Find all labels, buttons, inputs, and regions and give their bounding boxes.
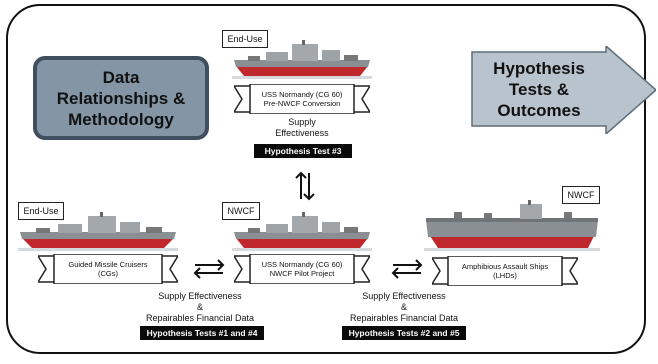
- cruiser-ship-icon: [232, 212, 372, 251]
- top-ship-ribbon: [234, 84, 370, 114]
- arrow-line-3: Outcomes: [497, 100, 581, 120]
- cruiser-ship-icon: [18, 212, 178, 251]
- bottom-right-line-2: &: [400, 302, 407, 312]
- right-ribbon-line-2: (LHDs): [493, 271, 517, 280]
- left-double-arrow-icon: [193, 259, 225, 279]
- left-ship-ribbon: [38, 254, 178, 284]
- center-ship-ribbon-text: USS Normandy (CG 60) NWCF Pilot Project: [250, 256, 354, 282]
- bottom-left-line-2: &: [196, 302, 203, 312]
- bottom-left-line-1: Supply Effectiveness: [158, 291, 242, 301]
- bottom-left-line-3: Repairables Financial Data: [145, 313, 255, 323]
- center-ship-ribbon: [234, 254, 370, 284]
- amphibious-ship-icon: [424, 200, 600, 251]
- hypothesis-tests-2-5-badge: Hypothesis Tests #2 and #5: [342, 326, 466, 340]
- hypothesis-test-3-badge: Hypothesis Test #3: [254, 144, 352, 158]
- top-label-line-1: Supply: [288, 117, 316, 127]
- right-ribbon-line-1: Amphibious Assault Ships: [461, 262, 549, 271]
- left-end-use-tag: End-Use: [18, 202, 64, 220]
- title-line-1: Data: [102, 67, 140, 87]
- top-supply-label: Supply Effectiveness: [240, 117, 364, 139]
- top-end-use-tag: End-Use: [222, 30, 268, 48]
- methodology-title-box: Data Relationships & Methodology: [33, 56, 209, 140]
- bottom-right-label: Supply Effectiveness & Repairables Finan…: [334, 291, 474, 324]
- left-ribbon-line-2: (CGs): [98, 269, 118, 278]
- arrow-line-1: Hypothesis: [493, 58, 585, 78]
- bottom-left-label: Supply Effectiveness & Repairables Finan…: [130, 291, 270, 324]
- top-label-line-2: Effectiveness: [275, 128, 329, 138]
- vertical-double-arrow-icon: [295, 171, 315, 201]
- outcomes-arrow: Hypothesis Tests & Outcomes: [460, 44, 658, 136]
- left-ship-ribbon-text: Guided Missile Cruisers (CGs): [54, 256, 162, 282]
- top-ribbon-line-1: USS Normandy (CG 60): [261, 90, 343, 99]
- right-ship-ribbon: [432, 256, 578, 286]
- top-ribbon-line-2: Pre-NWCF Conversion: [263, 99, 341, 108]
- center-ribbon-line-1: USS Normandy (CG 60): [261, 260, 343, 269]
- center-ribbon-line-2: NWCF Pilot Project: [269, 269, 335, 278]
- title-line-3: Methodology: [68, 109, 174, 129]
- top-ship-ribbon-text: USS Normandy (CG 60) Pre-NWCF Conversion: [250, 86, 354, 112]
- bottom-right-line-1: Supply Effectiveness: [362, 291, 446, 301]
- hypothesis-tests-1-4-badge: Hypothesis Tests #1 and #4: [140, 326, 264, 340]
- right-double-arrow-icon: [391, 259, 423, 279]
- center-nwcf-tag: NWCF: [222, 202, 260, 220]
- left-ribbon-line-1: Guided Missile Cruisers: [68, 260, 148, 269]
- arrow-line-2: Tests &: [508, 79, 570, 99]
- right-ship-ribbon-text: Amphibious Assault Ships (LHDs): [448, 258, 562, 284]
- title-line-2: Relationships &: [56, 88, 186, 108]
- cruiser-ship-icon: [232, 40, 372, 79]
- right-nwcf-tag: NWCF: [562, 186, 600, 204]
- bottom-right-line-3: Repairables Financial Data: [349, 313, 459, 323]
- arrow-shape: [471, 44, 658, 136]
- outcomes-arrow-text: Hypothesis Tests & Outcomes: [472, 52, 606, 126]
